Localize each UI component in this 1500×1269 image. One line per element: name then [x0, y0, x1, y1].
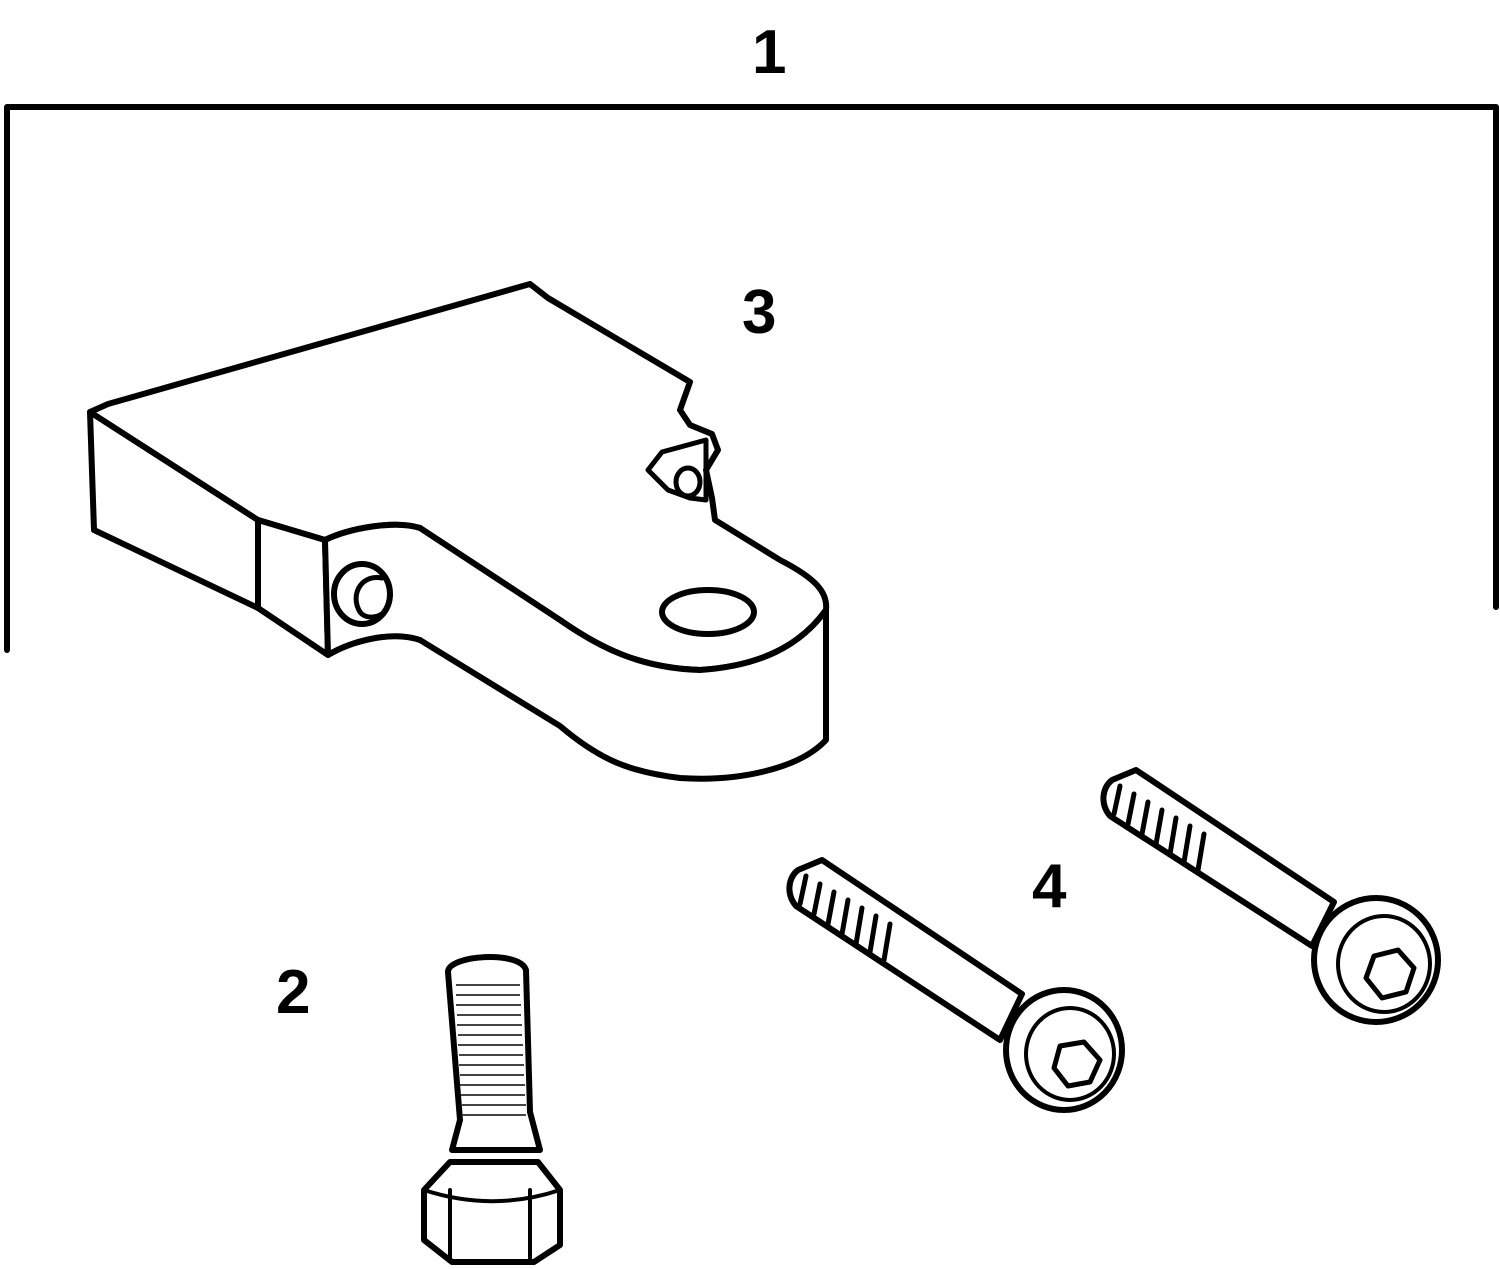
callout-socket-screws-4: 4 — [1032, 852, 1067, 921]
callout-assembly-1: 1 — [752, 18, 787, 87]
hex-bolt — [421, 954, 563, 1265]
assembly-bracket-line — [4, 104, 1499, 653]
callout-hex-bolt-2: 2 — [276, 958, 311, 1027]
mounting-bracket — [87, 281, 830, 782]
callout-bracket-3: 3 — [742, 278, 777, 347]
socket-screw-right — [1100, 767, 1441, 1025]
socket-screw-left — [786, 857, 1125, 1113]
